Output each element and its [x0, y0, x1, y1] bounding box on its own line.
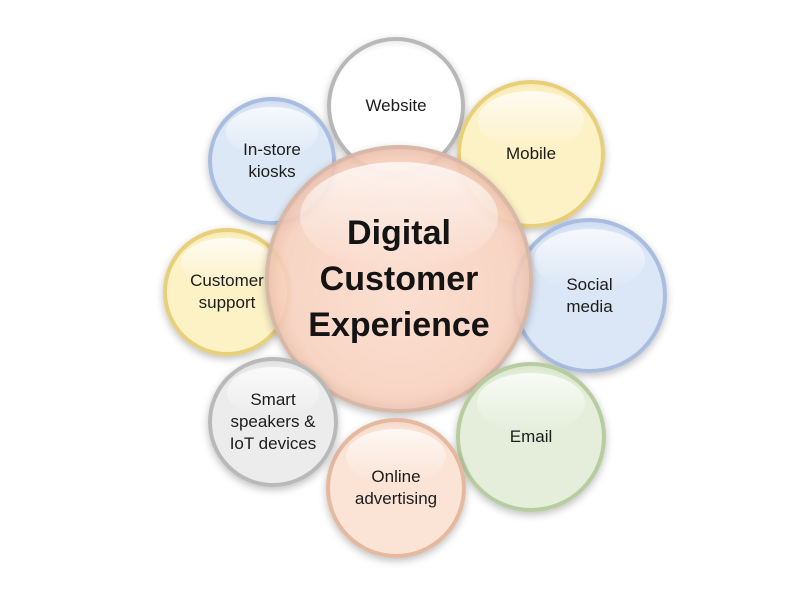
circle-smart-speakers-iot-devices: Smart speakers & IoT devices: [208, 357, 338, 487]
circle-social-media: Social media: [512, 218, 667, 373]
center-circle: Digital Customer Experience: [265, 145, 533, 413]
circle-label: In-store kiosks: [243, 140, 301, 181]
circle-label: Smart speakers & IoT devices: [229, 390, 317, 453]
center-label: Digital Customer Experience: [308, 214, 490, 344]
circle-label: Mobile: [505, 144, 557, 163]
circle-label: Online advertising: [354, 467, 438, 508]
circle-online-advertising: Online advertising: [326, 418, 466, 558]
circle-label: Customer support: [190, 271, 264, 312]
circle-label: Website: [365, 96, 427, 115]
circle-label: Social media: [566, 274, 613, 316]
circle-email: Email: [456, 362, 606, 512]
circle-label: Email: [509, 427, 553, 446]
